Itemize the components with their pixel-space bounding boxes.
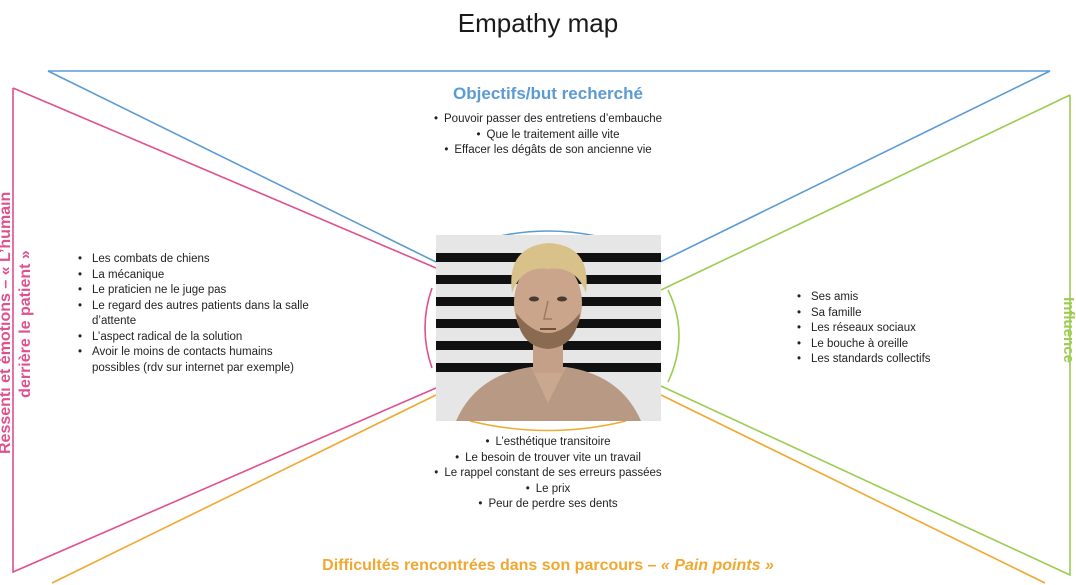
influence-center-arc <box>667 289 680 383</box>
feelings-center-arc <box>424 287 433 369</box>
list-item: La mécanique <box>78 268 318 284</box>
influence-section-border <box>660 95 1071 577</box>
persona-photo <box>436 235 661 421</box>
list-item: Avoir le moins de contacts humains possi… <box>78 345 318 376</box>
list-item: Le besoin de trouver vite un travail <box>368 451 728 467</box>
list-item: Les standards collectifs <box>797 352 997 368</box>
pain-list: L’esthétique transitoire Le besoin de tr… <box>368 435 728 513</box>
list-item: Le praticien ne le juge pas <box>78 283 318 299</box>
page-title: Empathy map <box>457 8 619 38</box>
list-item: Effacer les dégâts de son ancienne vie <box>368 143 728 159</box>
goals-heading: Objectifs/but recherché <box>453 84 643 103</box>
list-item: Le prix <box>368 482 728 498</box>
feelings-heading-line1: Ressenti et émotions – « L’humain <box>0 191 14 454</box>
list-item: Peur de perdre ses dents <box>368 497 728 513</box>
feelings-heading: Ressenti et émotions – « L’humain derriè… <box>0 191 40 454</box>
list-item: Les combats de chiens <box>78 252 318 268</box>
goals-center-arc <box>499 230 597 237</box>
influence-heading: Influence <box>1060 297 1076 363</box>
list-item: L’esthétique transitoire <box>368 435 728 451</box>
list-item: Les réseaux sociaux <box>797 321 997 337</box>
feelings-section-border <box>12 88 437 574</box>
persona-portrait-image <box>436 235 661 421</box>
pain-center-arc <box>469 420 627 432</box>
influence-section-border-top <box>660 94 1071 291</box>
feelings-section-border-top <box>12 87 437 269</box>
list-item: Que le traitement aille vite <box>368 128 728 144</box>
pain-heading-prefix: Difficultés rencontrées dans son parcour… <box>322 557 661 574</box>
feelings-list: Les combats de chiens La mécanique Le pr… <box>78 252 318 376</box>
goals-section-border <box>48 70 1051 263</box>
pain-heading-emphasis: « Pain points » <box>660 557 774 574</box>
list-item: Sa famille <box>797 306 997 322</box>
list-item: Le regard des autres patients dans la sa… <box>78 299 318 330</box>
pain-section-border-right <box>660 394 1046 584</box>
list-item: L’aspect radical de la solution <box>78 330 318 346</box>
list-item: Le bouche à oreille <box>797 337 997 353</box>
feelings-heading-line2: derrière le patient » <box>17 250 34 398</box>
influence-list: Ses amis Sa famille Les réseaux sociaux … <box>797 290 997 368</box>
list-item: Pouvoir passer des entretiens d’embauche <box>368 112 728 128</box>
pain-section-border-left <box>51 394 437 584</box>
goals-section-border-left <box>47 70 437 263</box>
list-item: Le rappel constant de ses erreurs passée… <box>368 466 728 482</box>
pain-heading: Difficultés rencontrées dans son parcour… <box>0 557 1076 575</box>
goals-list: Pouvoir passer des entretiens d’embauche… <box>368 112 728 159</box>
list-item: Ses amis <box>797 290 997 306</box>
